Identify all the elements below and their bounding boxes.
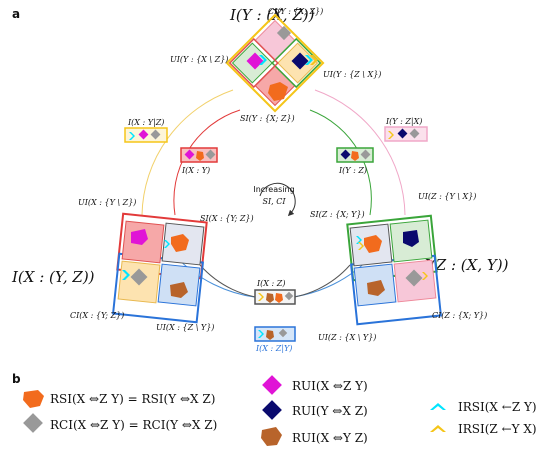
svg-text:I(X : Y): I(X : Y) (181, 166, 210, 175)
center-increasing-label: Increasing SI, CI (253, 182, 296, 217)
right-ui-bottom-label: UI(Z : {X \ Y}) (318, 333, 376, 342)
top-title: I(Y : (X, Z)) (229, 6, 315, 24)
svg-text:RSI(X ⇔Z Y) = RSI(Y ⇔X Z): RSI(X ⇔Z Y) = RSI(Y ⇔X Z) (50, 392, 215, 406)
box-ixy-given-z: I(X : Y|Z) (124, 118, 168, 143)
panel-label-a: a (12, 7, 20, 21)
legend: RSI(X ⇔Z Y) = RSI(Y ⇔X Z) RCI(X ⇔Z Y) = … (23, 375, 537, 446)
right-title: I(Z : (X, Y)) (423, 256, 509, 274)
si-ci-text: SI, CI (262, 197, 286, 206)
svg-text:RUI(Y ⇔X Z): RUI(Y ⇔X Z) (292, 404, 368, 418)
top-ui-left-label: UI(Y : {X \ Z}) (170, 55, 228, 64)
left-ci-label: CI(X : {Y; Z}) (70, 311, 124, 320)
svg-text:I(Y : Z|X): I(Y : Z|X) (385, 117, 422, 126)
top-si-label: SI(Y : {X; Z}) (240, 114, 295, 123)
left-si-label: SI(X : {Y; Z}) (200, 214, 254, 223)
box-ixy: I(X : Y) (180, 147, 218, 175)
left-diamond-glyphs (122, 229, 189, 298)
increasing-text: Increasing (253, 185, 294, 194)
box-ixz-given-y: I(X : Z|Y) (254, 326, 296, 353)
box-ixz: I(X : Z) (254, 279, 296, 305)
svg-text:IRSI(X ←Z Y): IRSI(X ←Z Y) (458, 400, 537, 414)
legend-rui-yz: RUI(Y ⇔X Z) (262, 400, 368, 420)
right-si-label: SI(Z : {X; Y}) (310, 210, 365, 219)
right-ci-label: CI(Z : {X; Y}) (432, 311, 487, 320)
legend-rci: RCI(X ⇔Z Y) = RCI(Y ⇔X Z) (23, 413, 217, 433)
svg-text:I(X : Y|Z): I(X : Y|Z) (127, 118, 164, 127)
left-ui-bottom-label: UI(X : {Z \ Y}) (156, 323, 214, 332)
right-ui-top-label: UI(Z : {Y \ X}) (418, 192, 476, 201)
svg-text:IRSI(Z ←Y X): IRSI(Z ←Y X) (458, 422, 537, 436)
box-iyz: I(Y : Z) (336, 147, 374, 175)
svg-text:RCI(X ⇔Z Y) = RCI(Y ⇔X Z): RCI(X ⇔Z Y) = RCI(Y ⇔X Z) (50, 418, 217, 432)
rsi-glyph (268, 82, 288, 101)
svg-text:RUI(X ⇔Z Y): RUI(X ⇔Z Y) (292, 379, 368, 393)
left-title: I(X : (Y, Z)) (11, 268, 95, 286)
legend-rsi: RSI(X ⇔Z Y) = RSI(Y ⇔X Z) (23, 390, 215, 408)
svg-text:I(X : Z|Y): I(X : Z|Y) (255, 344, 292, 353)
top-ui-right-label: UI(Y : {Z \ X}) (323, 70, 381, 79)
right-diamond (346, 214, 443, 326)
top-ci-label: CI(Y : {X; Z}) (268, 7, 323, 16)
left-ui-top-label: UI(X : {Y \ Z}) (78, 198, 136, 207)
legend-irsi-zx: IRSI(Z ←Y X) (430, 422, 537, 436)
svg-text:I(Y : Z): I(Y : Z) (338, 166, 367, 175)
rci-glyph (276, 25, 292, 41)
box-iyz-given-x: I(Y : Z|X) (384, 117, 428, 142)
arc-outer-yellow (141, 89, 234, 216)
svg-text:I(X : Z): I(X : Z) (256, 279, 285, 288)
legend-irsi-xy: IRSI(X ←Z Y) (430, 400, 537, 414)
arc-outer-pink (314, 89, 406, 216)
right-diamond-glyphs (356, 230, 428, 296)
panel-label-b: b (12, 372, 21, 386)
legend-rui-xz: RUI(X ⇔Y Z) (261, 427, 368, 446)
left-diamond (111, 212, 208, 324)
svg-text:RUI(X ⇔Y Z): RUI(X ⇔Y Z) (292, 431, 368, 445)
legend-rui-xy: RUI(X ⇔Z Y) (262, 375, 368, 395)
